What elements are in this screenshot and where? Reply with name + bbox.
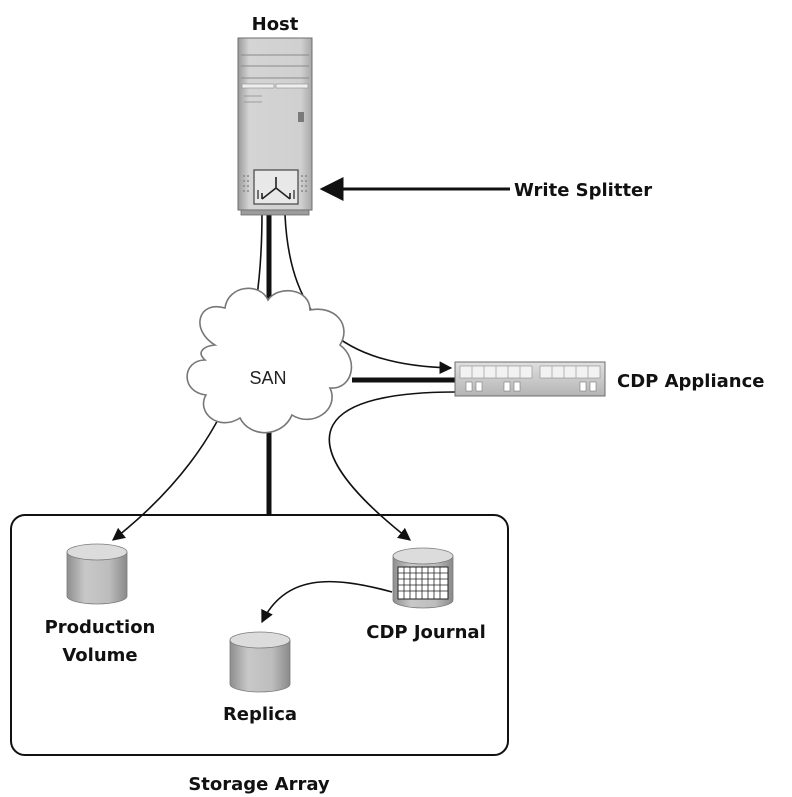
replica-label: Replica (223, 704, 297, 725)
cloud-icon (186, 287, 353, 434)
journal-disk-icon (392, 547, 454, 609)
cdp-journal-label: CDP Journal (366, 622, 486, 643)
appliance-to-journal-path (328, 391, 456, 541)
journal-to-replica-path (261, 580, 393, 624)
production-volume-label-line2: Volume (62, 645, 137, 666)
production-volume-label-line1: Production (45, 617, 156, 638)
rack-appliance-icon (454, 361, 606, 397)
storage-array-box (10, 514, 509, 756)
production-volume-cylinder (66, 543, 128, 605)
write-splitter-icon (253, 169, 299, 205)
host-label: Host (252, 14, 299, 35)
write-splitter-label: Write Splitter (514, 180, 652, 201)
cdp-appliance-label: CDP Appliance (617, 371, 765, 392)
storage-array-label: Storage Array (188, 774, 330, 795)
replica-cylinder (229, 631, 291, 693)
san-label: SAN (249, 368, 286, 388)
